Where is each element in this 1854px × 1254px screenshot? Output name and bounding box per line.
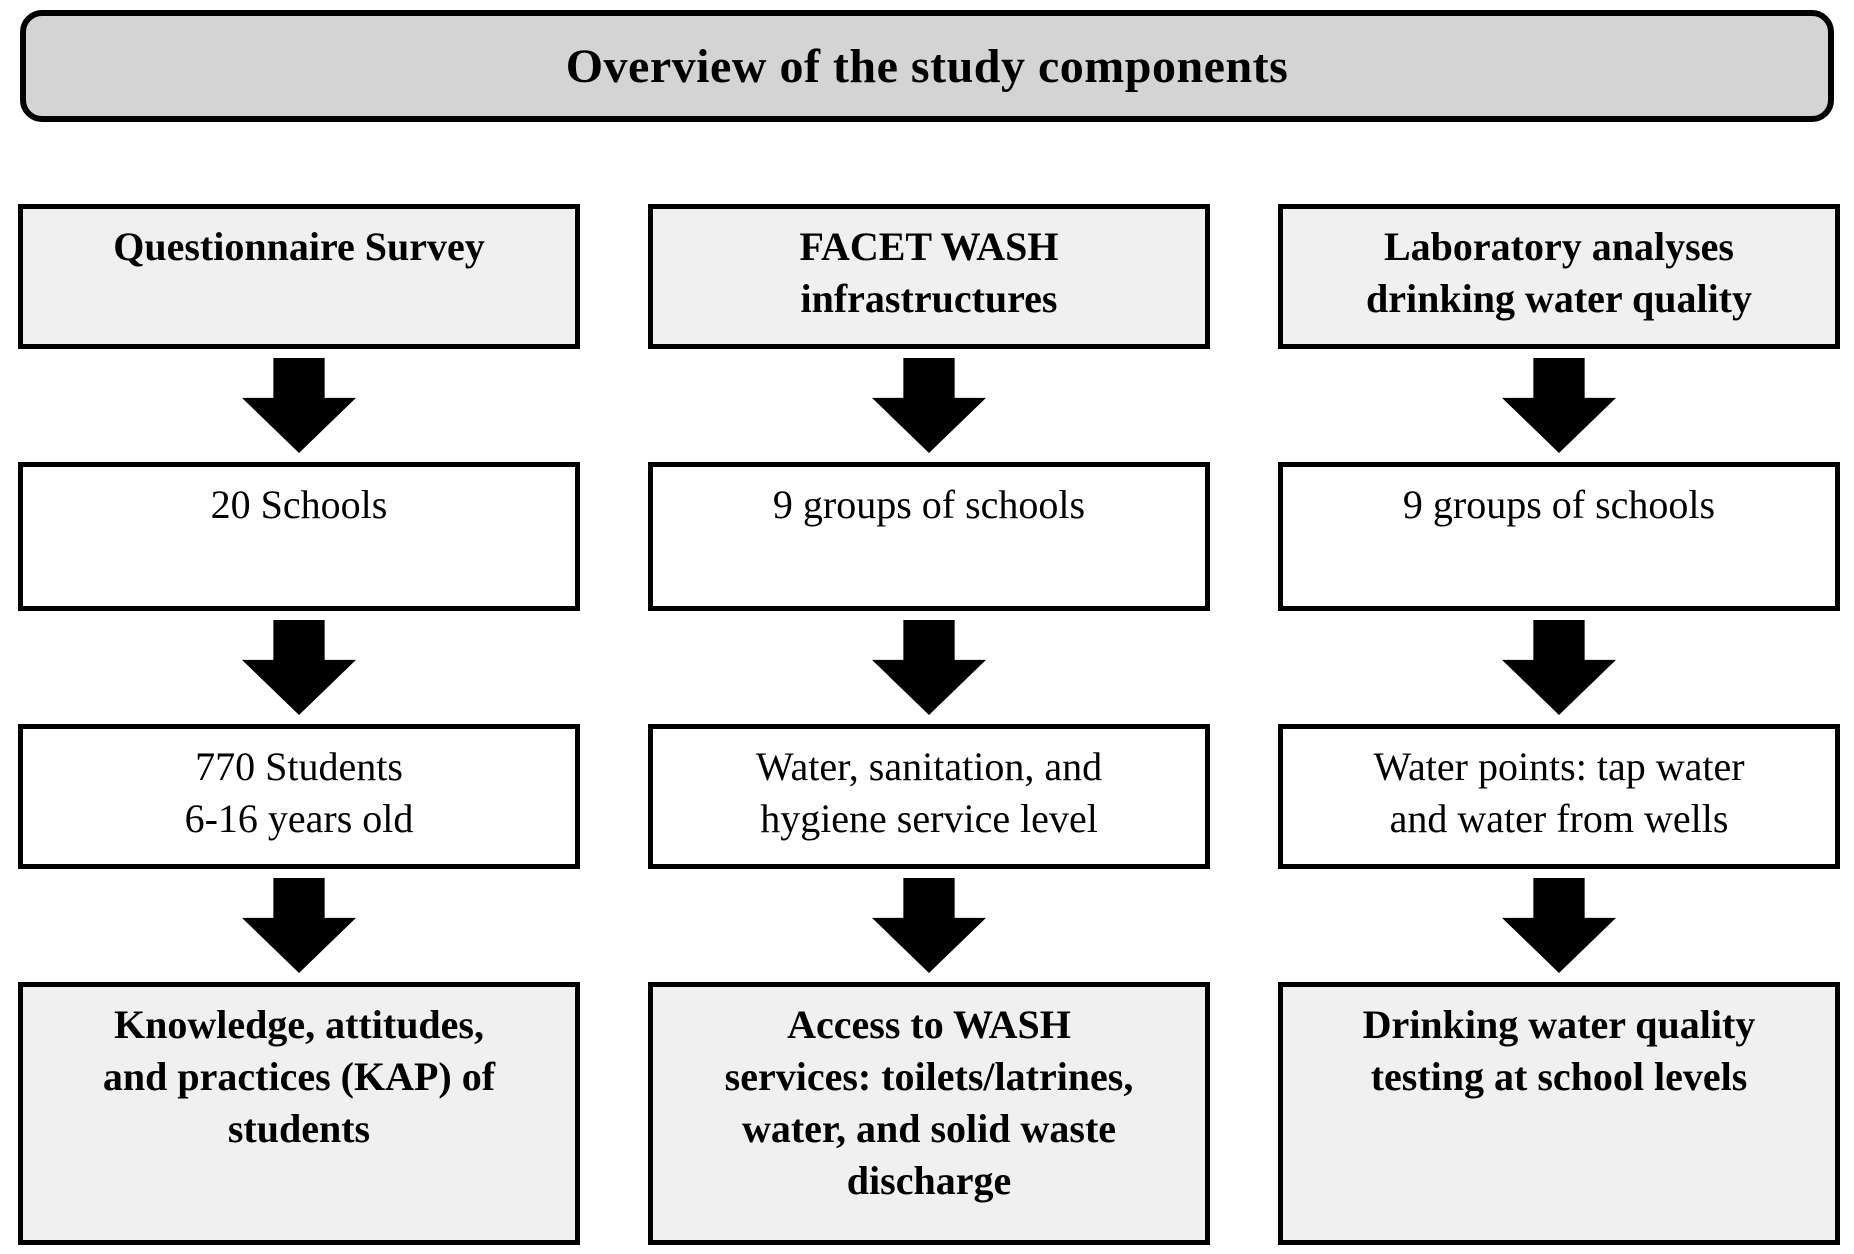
box-text-line: 20 Schools — [210, 482, 388, 527]
down-arrow-icon — [1502, 878, 1616, 973]
box-facet-wash-detail: Water, sanitation, and hygiene service le… — [648, 724, 1210, 869]
box-text-line: Water points: tap water — [1373, 744, 1745, 789]
box-text-line: services: toilets/latrines, — [724, 1054, 1134, 1099]
box-laboratory-header: Laboratory analyses drinking water qualit… — [1278, 204, 1840, 349]
box-text-line: Laboratory analyses — [1384, 224, 1734, 269]
box-text-line: discharge — [846, 1158, 1012, 1203]
box-text-line: Drinking water quality — [1362, 1002, 1756, 1047]
box-facet-wash-sample: 9 groups of schools — [648, 462, 1210, 611]
box-text-line: 9 groups of schools — [772, 482, 1086, 527]
box-questionnaire-sample: 20 Schools — [18, 462, 580, 611]
down-arrow-icon — [242, 620, 356, 715]
box-text-line: testing at school levels — [1370, 1054, 1748, 1099]
box-questionnaire-outcome: Knowledge, attitudes, and practices (KAP)… — [18, 982, 580, 1245]
down-arrow-icon — [872, 358, 986, 453]
arrow-slot — [1278, 869, 1840, 982]
box-text-line: Questionnaire Survey — [113, 224, 485, 269]
box-text-line: and water from wells — [1389, 796, 1729, 841]
box-facet-wash-outcome: Access to WASH services: toilets/latrines… — [648, 982, 1210, 1245]
box-text-line: FACET WASH — [799, 224, 1059, 269]
arrow-slot — [18, 349, 580, 462]
box-questionnaire-survey-header: Questionnaire Survey — [18, 204, 580, 349]
box-text-line: hygiene service level — [760, 796, 1098, 841]
down-arrow-icon — [1502, 358, 1616, 453]
column-facet-wash: FACET WASH infrastructures 9 groups of sc… — [648, 204, 1210, 1245]
down-arrow-icon — [1502, 620, 1616, 715]
down-arrow-icon — [242, 358, 356, 453]
down-arrow-icon — [872, 620, 986, 715]
box-laboratory-detail: Water points: tap water and water from we… — [1278, 724, 1840, 869]
column-laboratory-analyses: Laboratory analyses drinking water qualit… — [1278, 204, 1840, 1245]
box-laboratory-sample: 9 groups of schools — [1278, 462, 1840, 611]
box-text-line: drinking water quality — [1366, 276, 1752, 321]
box-text-line: and practices (KAP) of — [102, 1054, 496, 1099]
box-text-line: Water, sanitation, and — [755, 744, 1103, 789]
diagram-columns: Questionnaire Survey 20 Schools 770 Stud… — [18, 204, 1840, 1245]
diagram-title-box: Overview of the study components — [20, 10, 1834, 122]
box-text-line: Knowledge, attitudes, — [114, 1002, 484, 1047]
box-laboratory-outcome: Drinking water quality testing at school … — [1278, 982, 1840, 1245]
arrow-slot — [1278, 349, 1840, 462]
box-questionnaire-detail: 770 Students 6-16 years old — [18, 724, 580, 869]
down-arrow-icon — [242, 878, 356, 973]
arrow-slot — [648, 869, 1210, 982]
diagram-title: Overview of the study components — [565, 39, 1289, 93]
box-text-line: 6-16 years old — [184, 796, 414, 841]
box-facet-wash-header: FACET WASH infrastructures — [648, 204, 1210, 349]
box-text-line: Access to WASH — [787, 1002, 1071, 1047]
arrow-slot — [18, 611, 580, 724]
arrow-slot — [18, 869, 580, 982]
column-questionnaire-survey: Questionnaire Survey 20 Schools 770 Stud… — [18, 204, 580, 1245]
box-text-line: students — [227, 1106, 371, 1151]
arrow-slot — [1278, 611, 1840, 724]
arrow-slot — [648, 611, 1210, 724]
box-text-line: infrastructures — [800, 276, 1058, 321]
box-text-line: 770 Students — [195, 744, 403, 789]
box-text-line: 9 groups of schools — [1402, 482, 1716, 527]
arrow-slot — [648, 349, 1210, 462]
box-text-line: water, and solid waste — [741, 1106, 1117, 1151]
down-arrow-icon — [872, 878, 986, 973]
